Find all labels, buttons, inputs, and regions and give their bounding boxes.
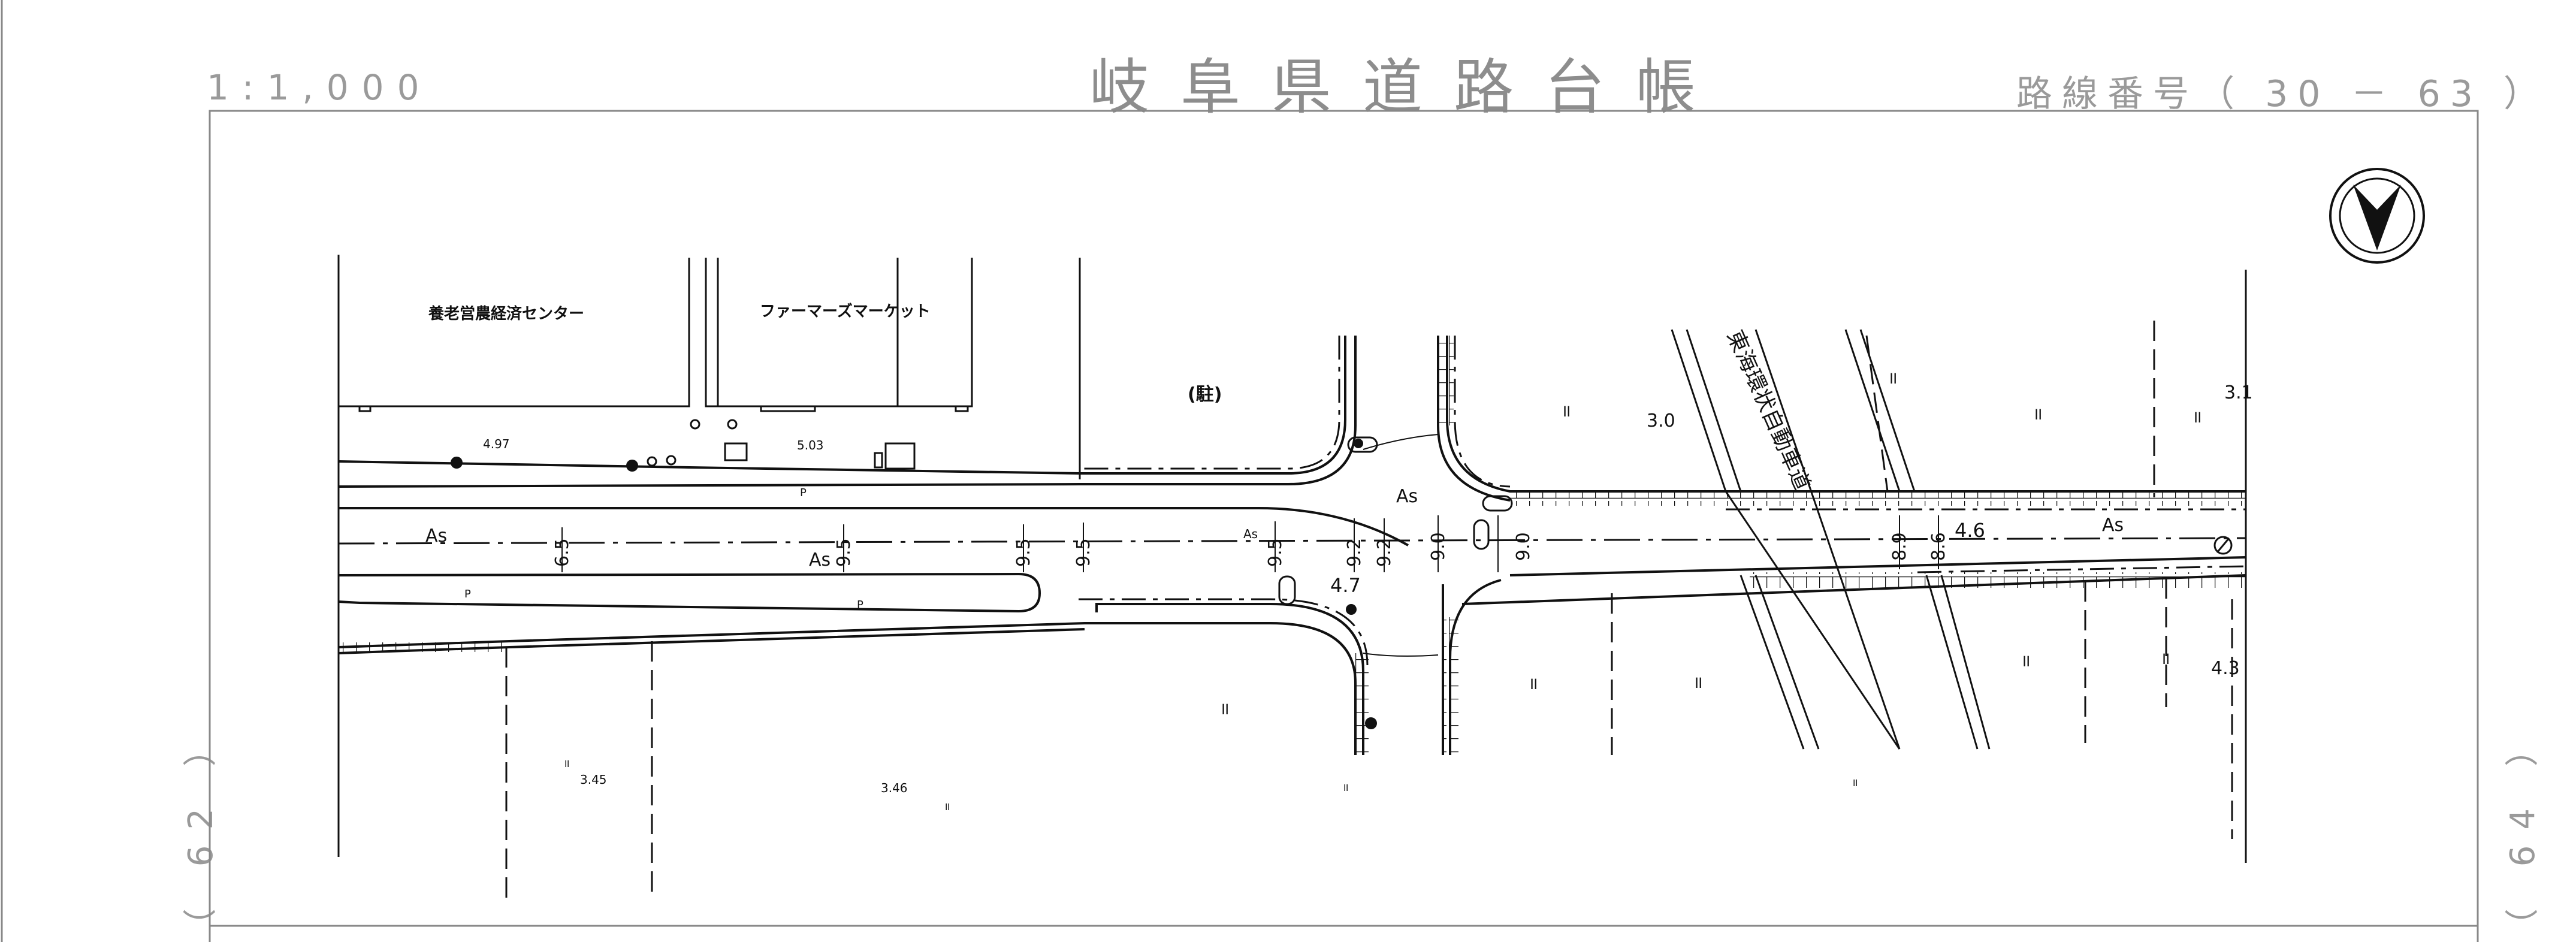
utility-points [451, 439, 1377, 729]
pavement-label: As [2102, 515, 2124, 536]
expressway-label: 東海環状自動車道 [1722, 327, 1815, 494]
corner-arcs [1363, 434, 1439, 657]
road-centerline [338, 537, 2246, 545]
width-label: 9.5 [1073, 538, 1094, 567]
elevation-label: 4.3 [2211, 658, 2240, 679]
scale-label: 1:1,000 [207, 67, 433, 108]
elevation-label: 4.97 [483, 437, 510, 451]
pavement-label: P [857, 599, 863, 611]
facility-label-agri-center: 養老営農経済センター [428, 304, 584, 323]
width-label: 9.5 [1013, 538, 1034, 567]
parking-label: (駐) [1188, 384, 1222, 405]
elevation-label: 5.03 [797, 438, 824, 452]
land-use-marks: ॥ ॥ ॥ ॥ ॥ ॥ ॥ ॥ ॥ ॥ ॥ ॥ ॥ [563, 368, 2202, 813]
width-label: 8.6 [1928, 532, 1949, 561]
land-use-mark: ॥ [2192, 407, 2202, 427]
width-label: 9.2 [1344, 538, 1365, 567]
width-label: 9.5 [1265, 538, 1286, 567]
elevation-label: 3.1 [2224, 382, 2253, 403]
width-label: 9.5 [833, 538, 854, 567]
elevation-label: 3.46 [881, 781, 908, 795]
elevation-label: 3.0 [1647, 410, 1675, 431]
width-label: 9.0 [1428, 532, 1449, 561]
pavement-label: As [809, 550, 831, 570]
land-use-mark: ॥ [2021, 651, 2031, 671]
land-use-mark: ॥ [1342, 781, 1349, 794]
width-label: 9.0 [1513, 532, 1534, 561]
pavement-label: P [464, 588, 471, 600]
north-arrow-icon [2329, 168, 2425, 264]
width-label: 8.9 [1889, 532, 1910, 561]
slope-hatch [339, 642, 512, 653]
elevation-label: 3.45 [580, 772, 607, 787]
land-use-mark: ॥ [1561, 401, 1571, 421]
slope-hatch [1438, 336, 1454, 425]
land-use-mark: ॥ [2160, 648, 2170, 668]
building-outlines [339, 258, 1081, 479]
width-dimension-ticks [561, 515, 1939, 572]
pavement-label: As [1396, 486, 1418, 507]
roadside-objects [647, 419, 1513, 605]
land-use-mark: ॥ [1888, 368, 1898, 388]
slope-hatch [1750, 572, 2246, 588]
land-use-mark: ॥ [944, 801, 950, 813]
land-use-mark: ॥ [1528, 674, 1538, 693]
parcel-lines [505, 321, 2233, 899]
benchmark-icon [2213, 536, 2233, 555]
sheet-frame [1, 0, 2479, 942]
land-use-mark: ॥ [2033, 404, 2043, 424]
width-label: 9.2 [1374, 538, 1395, 567]
route-number: 路線番号（ 30 － 63 ） [2016, 73, 2549, 115]
width-label: 4.7 [1330, 574, 1361, 597]
expressway [1671, 329, 1991, 750]
pavement-label: P [800, 487, 807, 499]
map-boundary [337, 255, 2247, 863]
width-label: 6.5 [552, 538, 573, 567]
slope-hatch [1443, 617, 1458, 755]
facility-label-farmers-market: ファーマーズマーケット [760, 302, 931, 321]
land-use-mark: ॥ [1219, 699, 1230, 718]
land-use-mark: ॥ [1693, 672, 1703, 692]
land-use-mark: ॥ [1852, 777, 1858, 789]
slope-hatch [1355, 653, 1370, 755]
width-label: 4.6 [1955, 519, 1985, 542]
slope-hatch [1510, 490, 2246, 506]
boundary-lines [1079, 336, 2246, 666]
land-use-mark: ॥ [563, 757, 570, 770]
pavement-label: As [425, 526, 447, 547]
pavement-label: As [1243, 527, 1258, 541]
road-edges [338, 336, 2246, 755]
